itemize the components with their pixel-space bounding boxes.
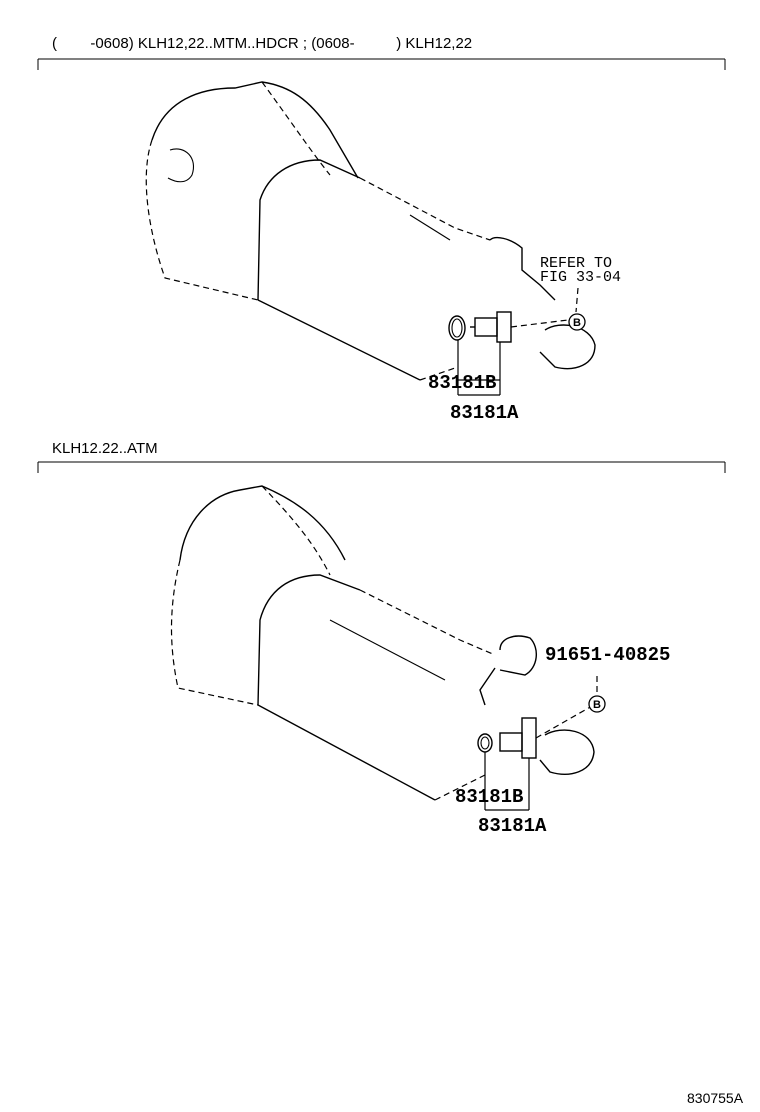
section1-part-83181a: 83181A	[450, 402, 519, 424]
section2-leaders	[484, 752, 530, 811]
section1-part-83181b: 83181B	[428, 372, 496, 394]
section2-header: KLH12.22..ATM	[52, 440, 158, 457]
section2-b-badge: B	[588, 676, 606, 713]
section2-part-83181b: 83181B	[455, 786, 523, 808]
section2-part-83181a: 83181A	[478, 815, 547, 837]
section1-transmission	[145, 81, 596, 381]
section1-b-badge: B	[568, 313, 586, 331]
section1-refer-line1: REFER TO	[540, 255, 612, 272]
section1-badge-label: B	[573, 317, 581, 329]
section1-bracket	[37, 58, 726, 70]
section2-part-91651-40825: 91651-40825	[545, 644, 670, 666]
section1-leaders	[457, 340, 501, 396]
section1-header: ( -0608) KLH12,22..MTM..HDCR ; (0608- ) …	[52, 35, 473, 52]
section2-bracket	[37, 461, 726, 473]
figure-code: 830755A	[687, 1090, 744, 1106]
section2-speed-sensor	[477, 705, 593, 759]
section1-speed-sensor	[448, 287, 579, 343]
section2-transmission	[170, 485, 595, 801]
section2-badge-label: B	[593, 699, 601, 711]
section1-refer-line2: FIG 33-04	[540, 269, 621, 286]
